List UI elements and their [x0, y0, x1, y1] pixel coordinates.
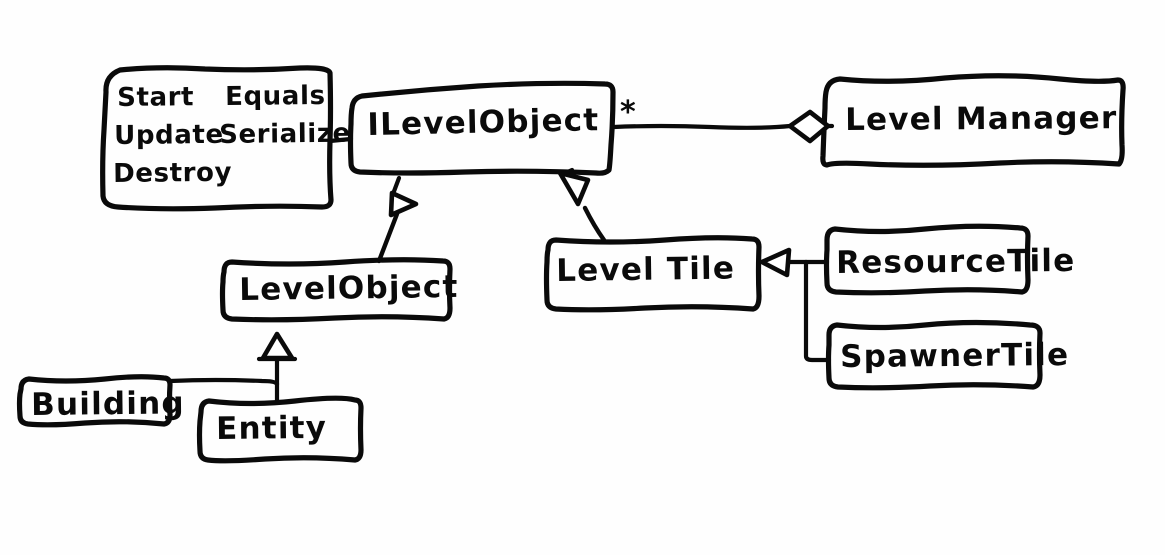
- class-label-levelobject: LevelObject: [239, 268, 459, 308]
- methods-note-line2-right: Serialize: [219, 118, 351, 150]
- generalization-triangle-levelobject: [388, 190, 419, 218]
- class-label-resourcetile: ResourceTile: [836, 242, 1076, 281]
- entity-box: [196, 395, 364, 464]
- generalization-triangle-levelobject-sub: [260, 331, 295, 361]
- methods-note-line2-left: Update: [114, 119, 224, 151]
- generalization-triangle-leveltile-sub: [759, 247, 792, 278]
- resourcetile-box: [823, 223, 1031, 296]
- class-label-leveltile: Level Tile: [556, 250, 736, 289]
- methods-note-line1-left: Start: [117, 82, 195, 113]
- levelobject-subclasses-generalization: [167, 331, 298, 404]
- aggregation-line: [611, 109, 835, 144]
- generalization-triangle-leveltile: [557, 170, 591, 207]
- class-label-building: Building: [31, 385, 186, 423]
- leveltile-box: [543, 235, 762, 313]
- class-label-levelmanager: Level Manager: [845, 100, 1118, 138]
- methods-note-box: [100, 65, 334, 212]
- methods-note-line1-right: Equals: [225, 80, 326, 112]
- ilevelobject-box: [347, 80, 616, 176]
- class-label-spawnertile: SpawnerTile: [840, 337, 1070, 375]
- methods-note-line3-left: Destroy: [113, 157, 233, 189]
- note-link-line: [327, 136, 354, 144]
- leveltile-generalization: [557, 167, 607, 243]
- building-box: [16, 374, 173, 428]
- levelobject-generalization: [376, 175, 419, 264]
- spawnertile-box: [825, 319, 1043, 391]
- levelobject-box: [219, 257, 453, 323]
- tiles-generalization: [759, 247, 832, 363]
- class-label-entity: Entity: [216, 409, 328, 447]
- multiplicity-star: *: [620, 95, 637, 130]
- class-label-ilevelobject: ILevelObject: [367, 102, 600, 143]
- levelmanager-box: [820, 73, 1126, 168]
